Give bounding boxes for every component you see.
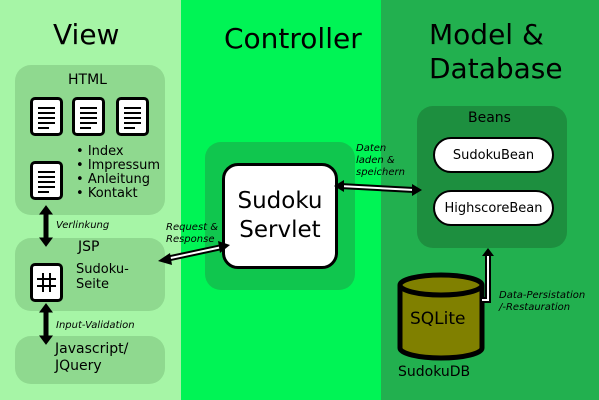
js-group: [15, 336, 165, 384]
sudoku-servlet-label: Sudoku Servlet: [237, 188, 323, 243]
controller-title: Controller: [224, 22, 362, 55]
nav-item-kontakt: • Kontakt: [76, 186, 138, 201]
nav-item-anleitung: • Anleitung: [76, 172, 150, 187]
sudoku-servlet-box: Sudoku Servlet: [222, 163, 338, 269]
sudoku-grid-icon: [30, 263, 63, 302]
arrow-servlet-beans: [334, 180, 422, 196]
arrow-html-jsp: [39, 205, 53, 247]
html-group-title: HTML: [68, 72, 107, 88]
jsp-group-title: JSP: [78, 239, 100, 255]
sudoku-page-label: Sudoku- Seite: [76, 262, 129, 292]
arrow-servlet-jsp: [158, 241, 230, 265]
model-title: Model & Database: [429, 18, 563, 85]
nav-list: • Index • Impressum • Anleitung • Kontak…: [76, 145, 160, 201]
nav-item-impressum: • Impressum: [76, 158, 161, 173]
arrow-jsp-js: [39, 303, 53, 345]
database-icon: [397, 272, 485, 361]
highscore-bean: HighscoreBean: [433, 190, 554, 226]
html-page-icon: [30, 161, 63, 200]
html-page-icon: [72, 97, 105, 136]
request-response-label: Request & Response: [166, 222, 219, 245]
link-html-jsp-label: Verlinkung: [56, 220, 110, 231]
html-page-icon: [116, 97, 149, 136]
load-save-label: Daten laden & speichern: [356, 143, 405, 178]
beans-group-title: Beans: [468, 110, 511, 126]
sudoku-bean: SudokuBean: [433, 137, 554, 173]
link-jsp-js-label: Input-Validation: [56, 320, 135, 331]
db-name: SudokuDB: [398, 364, 471, 380]
persistence-label: Data-Persistation /-Restauration: [499, 290, 586, 313]
js-group-title: Javascript/ JQuery: [55, 341, 129, 374]
view-title: View: [53, 18, 120, 51]
arrow-beans-db: [482, 248, 494, 303]
html-page-icon: [30, 97, 63, 136]
nav-item-index: • Index: [76, 144, 124, 159]
db-label: SQLite: [410, 309, 466, 329]
